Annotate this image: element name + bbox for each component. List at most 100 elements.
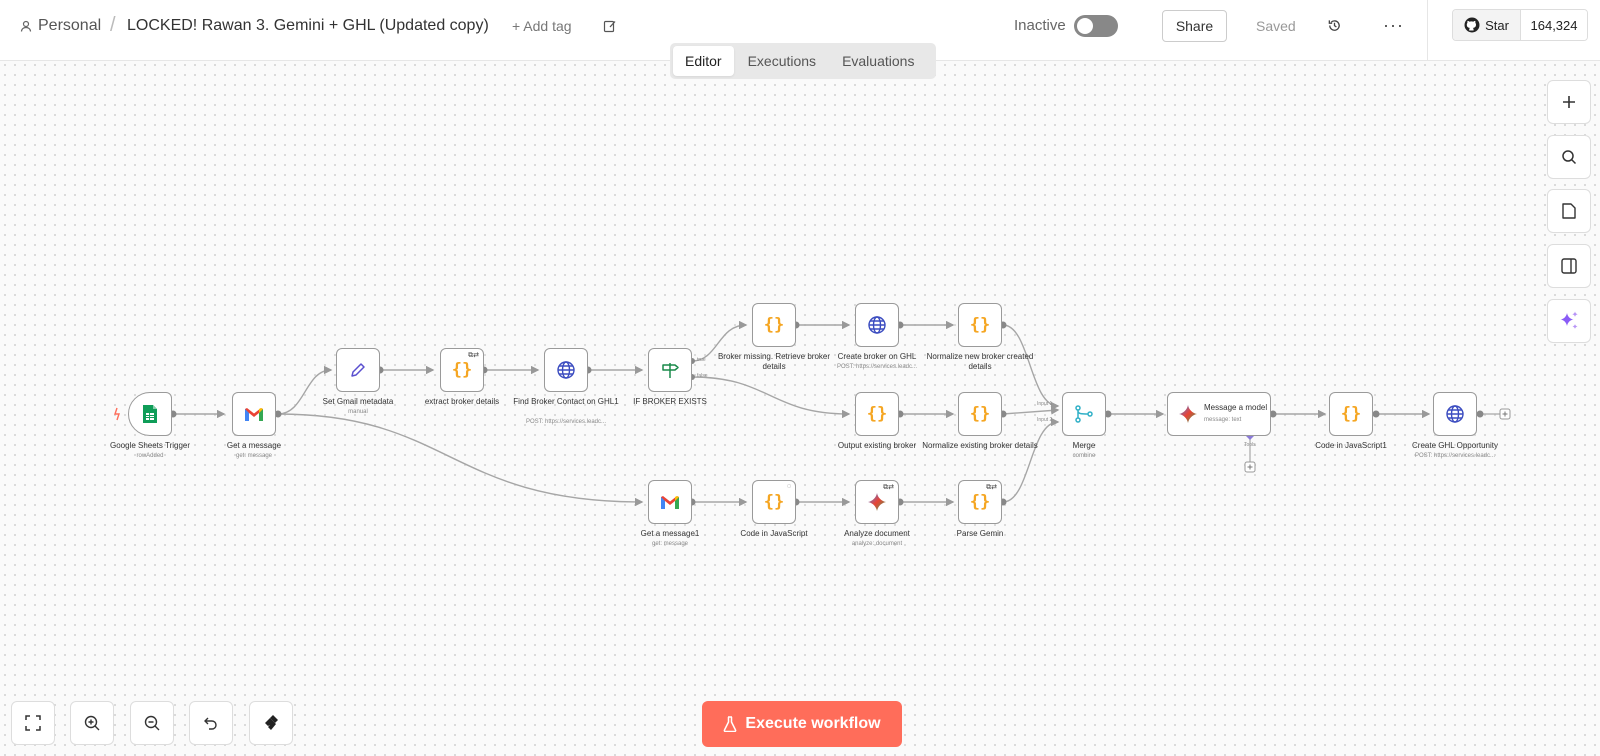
signpost-icon xyxy=(662,363,679,378)
node-label: Parse Gemin xyxy=(956,529,1004,538)
node-status-badge: ⧉⇄ xyxy=(468,352,479,359)
globe-icon xyxy=(1446,405,1464,423)
node-subtitle: manual xyxy=(348,409,368,415)
toggle-panel-button[interactable] xyxy=(1547,244,1591,288)
node-subtitle: get: message xyxy=(235,453,273,459)
node-get-message[interactable] xyxy=(232,392,276,436)
add-node-plus-glyph xyxy=(1502,411,1508,417)
ai-assistant-button[interactable] xyxy=(1547,299,1591,343)
edge xyxy=(1002,406,1060,415)
node-label: IF BROKER EXISTS xyxy=(633,397,707,406)
fit-view-button[interactable] xyxy=(11,701,55,745)
add-tag-button[interactable]: + Add tag xyxy=(512,17,572,34)
node-set-gmail-metadata[interactable] xyxy=(336,348,380,392)
output-port xyxy=(1372,410,1380,418)
node-label: Code in JavaScript1 xyxy=(1315,441,1387,450)
user-icon xyxy=(20,20,32,32)
tidy-up-icon xyxy=(265,715,278,730)
node-label: Normalize new broker created details xyxy=(926,352,1034,371)
workflow-title[interactable]: LOCKED! Rawan 3. Gemini + GHL (Updated c… xyxy=(127,16,489,34)
code-icon: {} xyxy=(969,315,991,335)
node-message-model[interactable]: Message a model message: text xyxy=(1167,392,1271,436)
view-tabs: Editor Executions Evaluations xyxy=(670,43,936,79)
node-subtitle: POST: https://services.leadc... xyxy=(836,364,918,370)
node-merge[interactable] xyxy=(1062,392,1106,436)
flask-icon xyxy=(724,716,737,732)
add-tool-plus-glyph xyxy=(1247,464,1253,470)
zoom-in-button[interactable] xyxy=(70,701,114,745)
tidy-up-button[interactable] xyxy=(249,701,293,745)
add-sticky-note-button[interactable] xyxy=(1547,189,1591,233)
node-code-js[interactable]: ◌ {} xyxy=(752,480,796,524)
node-extract-broker-details[interactable]: ⧉⇄ {} xyxy=(440,348,484,392)
zoom-out-button[interactable] xyxy=(130,701,174,745)
header-divider xyxy=(1427,0,1428,61)
github-star[interactable]: Star xyxy=(1453,10,1521,40)
node-output-existing-broker[interactable]: {} xyxy=(855,392,899,436)
execute-workflow-button[interactable]: Execute workflow xyxy=(702,701,902,747)
ai-sparkle-icon xyxy=(1560,311,1578,329)
more-options-button[interactable]: ··· xyxy=(1383,15,1404,35)
code-icon: {} xyxy=(866,404,888,424)
node-create-broker-ghl[interactable] xyxy=(855,303,899,347)
node-broker-missing[interactable]: {} xyxy=(752,303,796,347)
github-star-button[interactable]: Star 164,324 xyxy=(1452,9,1588,41)
node-analyze-document[interactable]: ⧉⇄ xyxy=(855,480,899,524)
merge-input2-label: Input 2 xyxy=(1037,417,1053,423)
node-label: Normalize existing broker details xyxy=(922,441,1038,450)
port-true-label: true xyxy=(697,357,706,363)
code-icon: {} xyxy=(763,315,785,335)
node-subtitle: rowAdded xyxy=(136,453,164,459)
search-icon xyxy=(1562,150,1577,165)
node-parse-gemini[interactable]: ⧉⇄ {} xyxy=(958,480,1002,524)
code-icon: {} xyxy=(1340,404,1362,424)
node-create-ghl-opportunity[interactable] xyxy=(1433,392,1477,436)
add-tool-plus-icon xyxy=(1244,461,1256,473)
undo-button[interactable] xyxy=(189,701,233,745)
share-button[interactable]: Share xyxy=(1162,10,1227,42)
undo-icon xyxy=(204,717,217,730)
add-node-button[interactable] xyxy=(1547,80,1591,124)
breadcrumb-separator: / xyxy=(110,14,116,36)
node-find-broker-contact[interactable] xyxy=(544,348,588,392)
breadcrumb-project[interactable]: Personal xyxy=(20,0,101,51)
edge xyxy=(691,376,851,419)
node-label-text: Message a model xyxy=(1204,403,1268,412)
github-icon xyxy=(1464,17,1480,33)
node-if-broker-exists[interactable] xyxy=(648,348,692,392)
google-sheets-icon xyxy=(143,405,157,423)
github-star-label: Star xyxy=(1485,17,1509,33)
node-google-sheets-trigger[interactable] xyxy=(128,392,172,436)
code-icon: {} xyxy=(763,492,785,512)
output-port xyxy=(1476,410,1484,418)
tools-port-label: Tools xyxy=(1244,442,1256,448)
node-normalize-new-broker[interactable]: {} xyxy=(958,303,1002,347)
node-get-message1[interactable] xyxy=(648,480,692,524)
gmail-icon xyxy=(245,407,263,421)
sticky-note-icon xyxy=(1562,203,1576,219)
node-subtitle: POST: https://services.leadc... xyxy=(1414,453,1496,459)
toggle-knob xyxy=(1077,18,1093,34)
plus-icon xyxy=(1563,96,1575,108)
node-subtitle: POST: https://services.leadc... xyxy=(525,419,607,425)
code-icon: {} xyxy=(969,492,991,512)
history-icon[interactable] xyxy=(1327,0,1342,51)
merge-input1-label: Input 1 xyxy=(1037,401,1053,407)
node-label: Create GHL Opportunity xyxy=(1412,441,1498,450)
edit-icon[interactable] xyxy=(603,0,617,51)
tab-evaluations[interactable]: Evaluations xyxy=(842,53,915,69)
node-label: Set Gmail metadata xyxy=(322,397,394,406)
node-code-js1[interactable]: {} xyxy=(1329,392,1373,436)
save-status: Saved xyxy=(1256,17,1296,34)
node-normalize-existing-broker[interactable]: {} xyxy=(958,392,1002,436)
active-toggle[interactable] xyxy=(1074,15,1118,37)
tab-editor[interactable]: Editor xyxy=(673,46,734,76)
globe-icon xyxy=(868,316,886,334)
search-nodes-button[interactable] xyxy=(1547,135,1591,179)
github-star-count: 164,324 xyxy=(1521,10,1587,40)
breadcrumb-project-label: Personal xyxy=(38,16,102,34)
tab-executions[interactable]: Executions xyxy=(747,53,817,69)
gmail-icon xyxy=(661,495,679,509)
zoom-in-icon xyxy=(84,715,100,731)
node-label: Broker missing. Retrieve broker details xyxy=(717,352,831,371)
